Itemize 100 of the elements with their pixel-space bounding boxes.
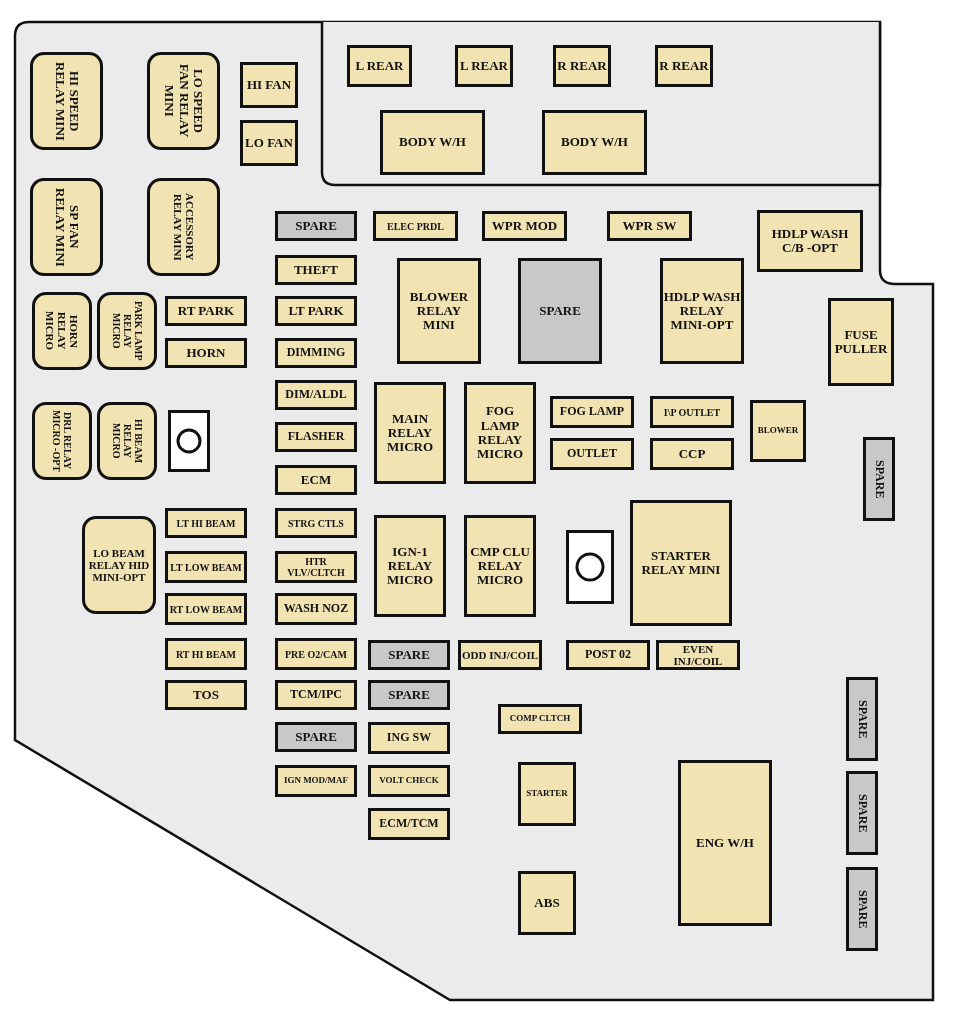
fuse-label: COMP CLTCH [509, 714, 571, 724]
fuse-slot [518, 762, 576, 826]
fuse-label: ENG W/H [696, 835, 754, 851]
fuse-label: ACCESSORY RELAY MINI [171, 192, 196, 263]
fuse-slot [655, 45, 713, 87]
relay-slot [542, 110, 647, 175]
fuse-slot [275, 422, 357, 452]
fuse-label: SPARE [855, 699, 869, 739]
fuse-label: LO SPEED FAN RELAY MINI [162, 63, 205, 140]
fuse-label: VOLT CHECK [379, 776, 439, 786]
fuse-label: SPARE [872, 459, 886, 499]
fuse-slot [275, 722, 357, 752]
fuse-label: RT LOW BEAM [169, 603, 243, 615]
fuse-slot [498, 704, 582, 734]
fuse-label: RT PARK [177, 303, 235, 319]
fuse-label: STARTER [526, 789, 568, 799]
fuse-label: ECM/TCM [379, 817, 439, 831]
fuse-label: THEFT [293, 262, 339, 278]
fuse-label: BLOWER RELAY MINI [408, 289, 470, 333]
mounting-boss [566, 530, 614, 604]
fuse-slot [275, 593, 357, 625]
fuse-label: TCM/IPC [290, 688, 342, 702]
fuse-label: R REAR [659, 58, 709, 74]
relay-slot [464, 382, 536, 484]
fuse-slot [828, 298, 894, 386]
fuse-label: WPR SW [622, 218, 677, 234]
fuse-slot [275, 380, 357, 410]
fuse-label: EVEN INJ/COIL [672, 642, 724, 668]
fuse-slot [863, 437, 895, 521]
fuse-label: FLASHER [287, 430, 345, 444]
fuse-slot [846, 867, 878, 951]
fuse-slot [275, 211, 357, 241]
fuse-slot [275, 296, 357, 326]
relay-slot [30, 52, 103, 150]
fuse-slot [275, 338, 357, 368]
fuse-label: WPR MOD [491, 218, 558, 234]
fuse-label: IGN MOD/MAF [283, 776, 349, 786]
fuse-label: HI SPEED RELAY MINI [52, 60, 81, 143]
fuse-slot [275, 465, 357, 495]
fuse-slot [275, 255, 357, 285]
fuse-label: L REAR [355, 58, 404, 74]
fuse-slot [165, 338, 247, 368]
fuse-label: HTR VLV/CLTCH [286, 556, 346, 578]
relay-slot [374, 382, 446, 484]
fuse-slot [165, 680, 247, 710]
relay-slot [97, 292, 157, 370]
fuse-slot [656, 640, 740, 670]
fuse-slot [275, 638, 357, 670]
fuse-label: MAIN RELAY MICRO [385, 411, 435, 455]
fuse-slot [607, 211, 692, 241]
relay-slot [82, 516, 156, 614]
relay-slot [32, 292, 92, 370]
fuse-label: ELEC PRDL [387, 220, 444, 232]
fuse-label: HDLP WASH C/B -OPT [770, 226, 850, 256]
fuse-label: POST 02 [584, 648, 632, 662]
fuse-label: RT HI BEAM [176, 648, 236, 660]
fuse-slot [458, 640, 542, 670]
fuse-label: IGN-1 RELAY MICRO [385, 544, 435, 588]
fuse-label: FUSE PULLER [833, 327, 889, 357]
fuse-label: ODD INJ/COIL [461, 648, 539, 662]
fuse-slot [347, 45, 412, 87]
fuse-label: PARK LAMP RELAY MICRO [110, 300, 144, 363]
fuse-slot [553, 45, 611, 87]
fuse-label: OUTLET [567, 447, 617, 461]
fuse-slot [846, 677, 878, 761]
fuse-label: HORN RELAY MICRO [43, 310, 81, 353]
fuse-label: STRG CTLS [288, 517, 344, 529]
fuse-label: DIM/ALDL [285, 388, 347, 402]
fuse-label: SPARE [295, 729, 337, 745]
fuse-label: I\P OUTLET [663, 406, 721, 418]
fuse-label: DIMMING [286, 346, 346, 360]
fuse-slot [368, 722, 450, 754]
fuse-slot [165, 638, 247, 670]
relay-slot [147, 178, 220, 276]
fuse-label: HI BEAM RELAY MICRO [110, 417, 144, 466]
fuse-label: SPARE [388, 647, 430, 663]
relay-slot [630, 500, 732, 626]
fuse-label: BODY W/H [399, 135, 466, 150]
fuse-slot [368, 680, 450, 710]
fuse-label: LT PARK [288, 303, 344, 319]
mounting-boss [168, 410, 210, 472]
fuse-label: HI FAN [246, 77, 292, 93]
fuse-slot [275, 765, 357, 797]
fuse-label: HORN [186, 345, 226, 361]
relay-slot [678, 760, 772, 926]
fuse-label: R REAR [557, 58, 607, 74]
relay-slot [660, 258, 744, 364]
fuse-label: SPARE [855, 793, 869, 833]
fuse-slot [165, 508, 247, 538]
fuse-label: TOS [193, 687, 219, 703]
fuse-slot [518, 871, 576, 935]
fuse-label: BODY W/H [561, 135, 628, 150]
fuse-slot [165, 296, 247, 326]
fuse-label: STARTER RELAY MINI [640, 548, 722, 578]
relay-slot [374, 515, 446, 617]
fuse-label: CMP CLU RELAY MICRO [469, 544, 531, 588]
fuse-label: LO BEAM RELAY HID MINI-OPT [87, 546, 151, 584]
fuse-label: LO FAN [245, 135, 293, 151]
fuse-slot [846, 771, 878, 855]
fuse-label: SPARE [388, 687, 430, 703]
